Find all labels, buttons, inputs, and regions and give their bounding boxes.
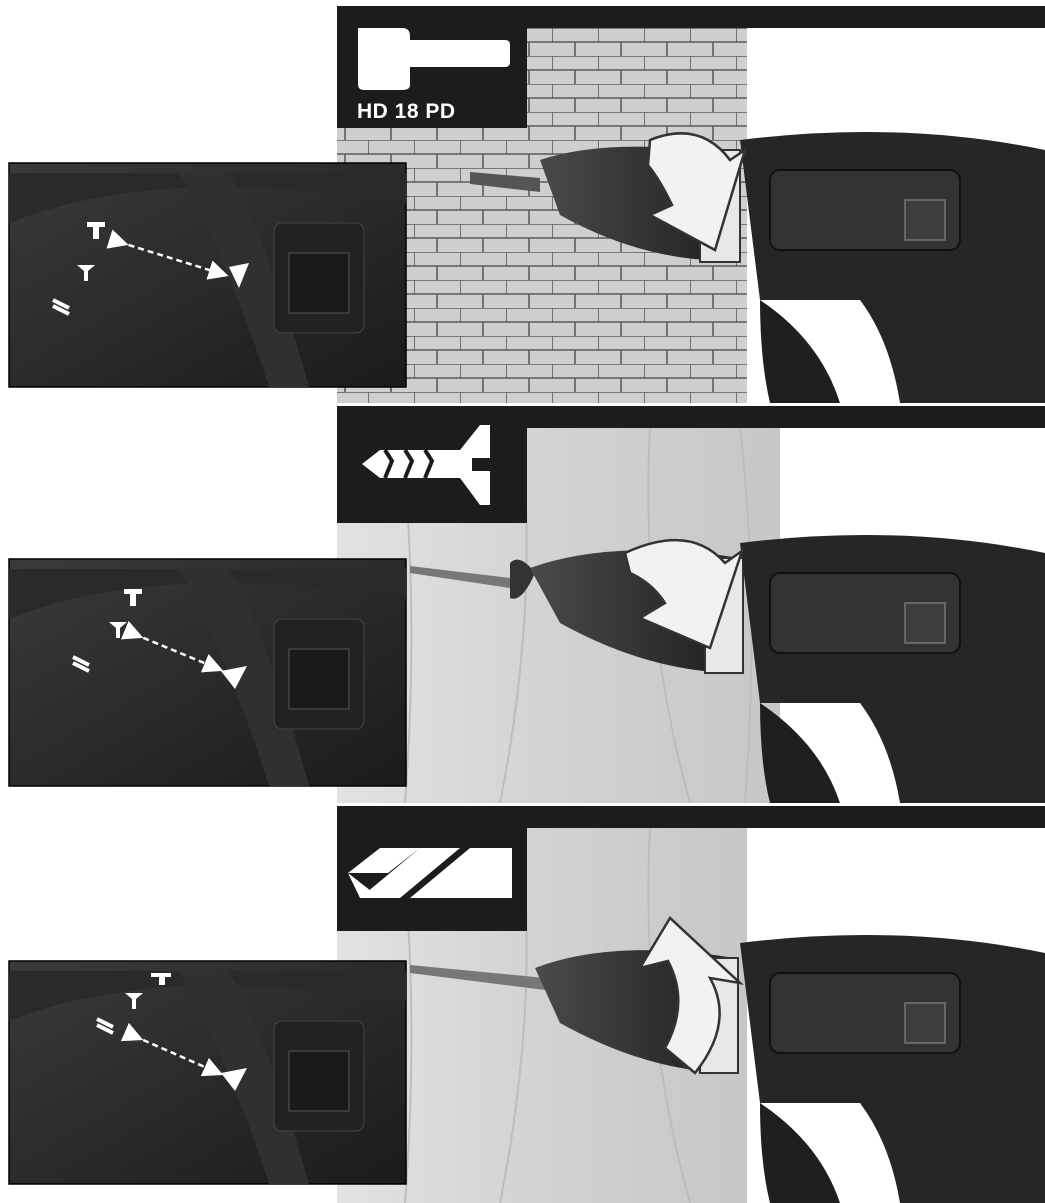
selector-inset [9, 961, 406, 1184]
drill-bit-icon [348, 848, 512, 898]
model-label: HD 18 PD [357, 100, 456, 124]
panel-hammer-drilling: HD 18 PD [0, 0, 1045, 403]
selector-inset [9, 163, 406, 387]
selector-inset [9, 559, 406, 786]
panel-drilling [0, 803, 1045, 1203]
panel-screwdriving [0, 403, 1045, 803]
